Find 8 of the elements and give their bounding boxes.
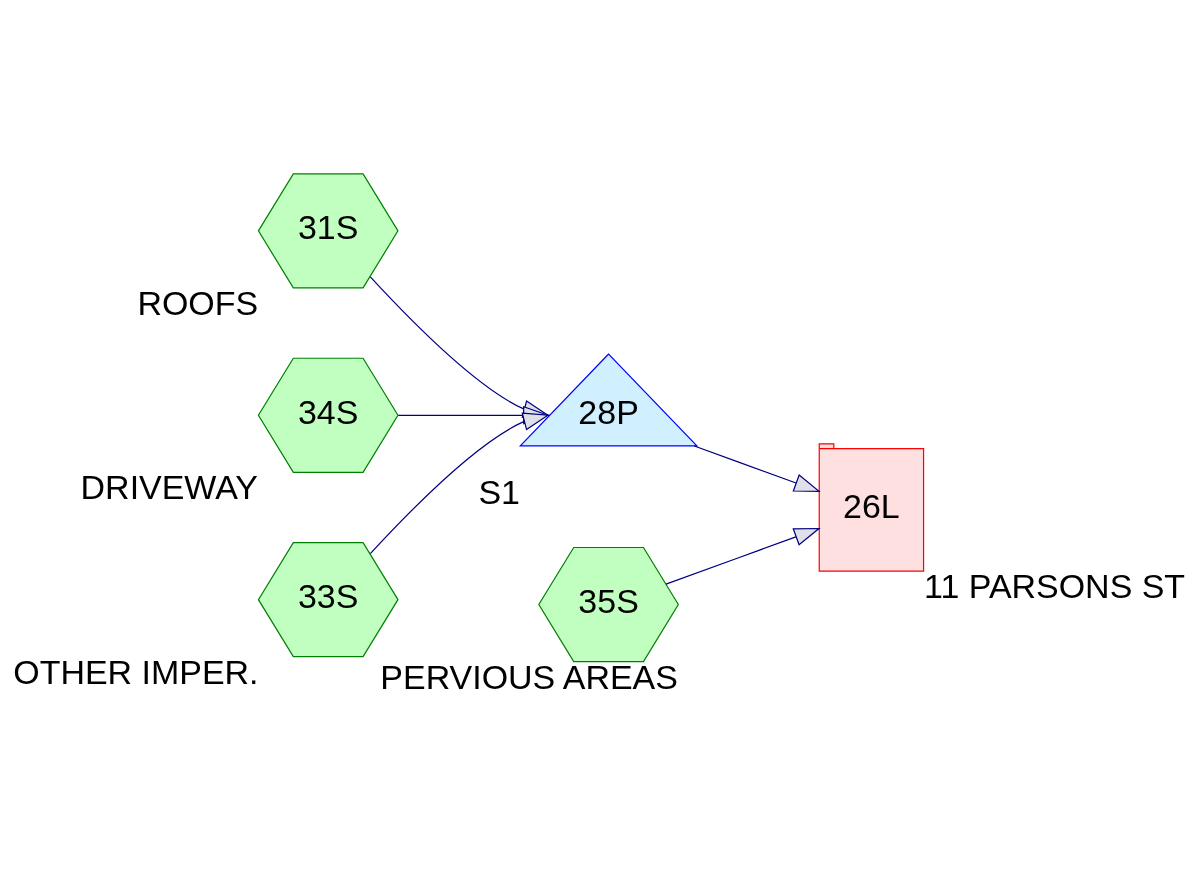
node-label: S1: [478, 472, 521, 511]
node-label: 11 PARSONS ST: [924, 567, 1186, 606]
node-label: DRIVEWAY: [80, 468, 258, 507]
arrow: [693, 445, 821, 492]
arrow: [369, 412, 550, 555]
node-label: ROOFS: [137, 284, 259, 323]
node-label: OTHER IMPER.: [13, 652, 259, 691]
arrow: [665, 527, 821, 585]
